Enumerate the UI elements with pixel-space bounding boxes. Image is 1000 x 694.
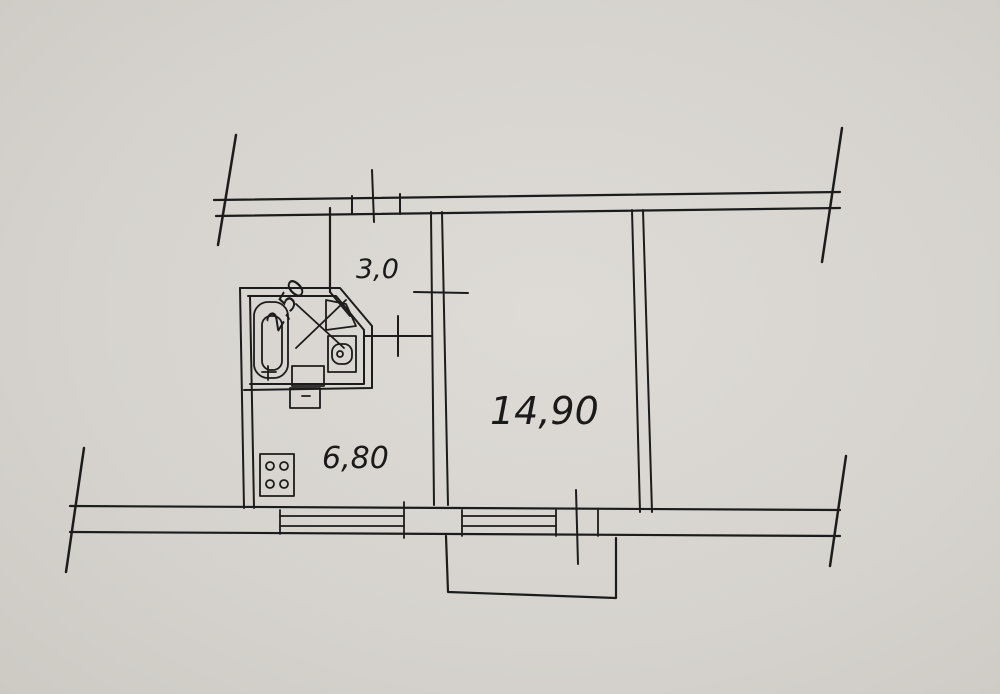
stove-fixture xyxy=(259,453,295,497)
room-area-hall: 3,0 xyxy=(356,254,399,285)
exterior-wall-top xyxy=(212,190,842,294)
washbasin-fixture xyxy=(289,365,325,409)
exterior-wall-bottom xyxy=(68,504,842,538)
toilet-fixture xyxy=(325,299,357,373)
dimension-tick-bottom-left xyxy=(64,446,86,574)
dimension-tick-top-right xyxy=(820,126,844,264)
room-area-living-room: 14,90 xyxy=(490,389,599,433)
dimension-tick-bottom-right xyxy=(828,454,848,568)
living-room-right-wall xyxy=(631,209,653,513)
bathroom-walls xyxy=(239,287,433,391)
dimension-tick-top-left xyxy=(216,133,238,247)
kitchen-window xyxy=(279,501,405,539)
bathtub-fixture xyxy=(253,301,289,381)
balcony-door xyxy=(461,509,599,537)
dimension-tick-bottom-mid xyxy=(575,489,579,565)
room-area-kitchen: 6,80 xyxy=(322,441,389,476)
partition-wall-center xyxy=(413,211,469,506)
entrance-door xyxy=(351,169,401,223)
bathroom-diagonal-mark xyxy=(295,299,347,349)
balcony xyxy=(444,534,618,600)
kitchen-left-wall xyxy=(239,287,255,509)
